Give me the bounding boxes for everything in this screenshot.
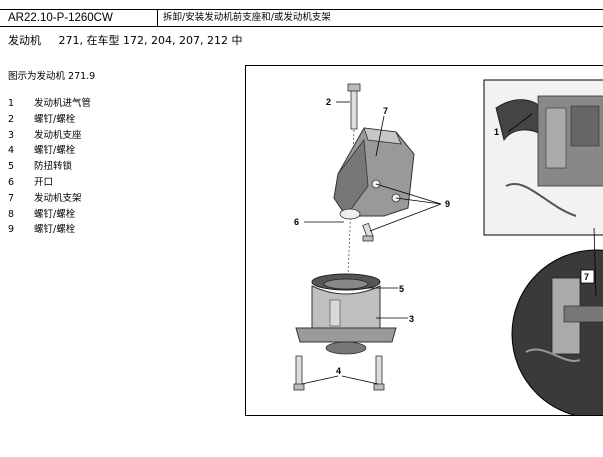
callout-7-detail: 7 bbox=[584, 272, 589, 282]
inset-engine-view bbox=[483, 79, 603, 236]
engine-bracket-drawing bbox=[333, 127, 415, 220]
figure-caption: 图示为发动机 271.9 bbox=[8, 71, 96, 82]
callout-4: 4 bbox=[336, 366, 341, 376]
document-header: AR22.10-P-1260CW 拆卸/安装发动机前支座和/或发动机支架 bbox=[0, 9, 603, 27]
engine-mount-figure: 2 7 9 6 bbox=[245, 65, 603, 416]
callout-7: 7 bbox=[383, 106, 388, 116]
callout-9: 9 bbox=[445, 199, 450, 209]
document-code: AR22.10-P-1260CW bbox=[0, 10, 158, 26]
document-title: 拆卸/安装发动机前支座和/或发动机支架 bbox=[163, 12, 331, 23]
callout-5: 5 bbox=[399, 284, 404, 294]
callout-1: 1 bbox=[494, 127, 499, 137]
callout-6: 6 bbox=[294, 217, 299, 227]
exploded-view-illustration: 2 7 9 6 bbox=[293, 79, 603, 415]
bolt-4-drawing bbox=[293, 355, 385, 391]
applicability-line: 发动机 271, 在车型 172, 204, 207, 212 中 bbox=[8, 32, 242, 48]
callout-2: 2 bbox=[326, 97, 331, 107]
bolt-2-drawing bbox=[347, 83, 361, 130]
bolt-9-drawing bbox=[362, 222, 374, 242]
engine-mount-drawing bbox=[295, 273, 397, 355]
detail-circle-view bbox=[511, 249, 603, 415]
component-name: 发动机 bbox=[8, 34, 41, 47]
callout-3: 3 bbox=[409, 314, 414, 324]
applicability-text: 271, 在车型 172, 204, 207, 212 中 bbox=[58, 34, 243, 47]
